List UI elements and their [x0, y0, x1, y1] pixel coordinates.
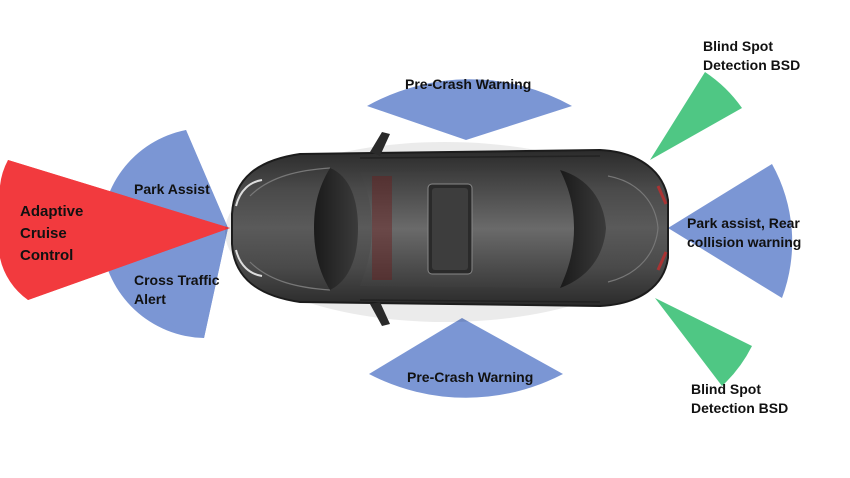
bsd-bottom-line-1: Blind Spot: [691, 381, 761, 397]
park-assist-rear-label: Park assist, Rear collision warning: [687, 214, 801, 252]
pre-crash-top-zone: [367, 79, 572, 140]
adaptive-cruise-label: Adaptive Cruise Control: [20, 201, 83, 267]
park-assist-rear-line-2: collision warning: [687, 234, 802, 250]
adaptive-cruise-line-1: Adaptive: [20, 203, 84, 220]
park-assist-rear-line-1: Park assist, Rear: [687, 215, 800, 231]
adaptive-cruise-line-3: Control: [20, 247, 74, 264]
cross-traffic-line-1: Cross Traffic: [134, 272, 220, 288]
blind-spot-bottom-zone: [655, 298, 752, 386]
adaptive-cruise-line-2: Cruise: [20, 225, 67, 242]
pre-crash-bottom-label: Pre-Crash Warning: [407, 369, 534, 385]
blind-spot-top-zone: [650, 72, 742, 160]
pre-crash-top-label: Pre-Crash Warning: [405, 76, 532, 92]
cross-traffic-line-2: Alert: [134, 291, 166, 307]
park-assist-rear-zone: [668, 164, 793, 298]
bsd-top-line-1: Blind Spot: [703, 38, 773, 54]
bsd-top-label: Blind Spot Detection BSD: [703, 37, 800, 75]
bsd-bottom-line-2: Detection BSD: [691, 400, 789, 416]
car-top-view-icon: [225, 132, 669, 326]
bsd-bottom-label: Blind Spot Detection BSD: [691, 380, 788, 418]
cross-traffic-label: Cross Traffic Alert: [134, 271, 220, 309]
pre-crash-bottom-zone: [369, 318, 563, 398]
park-assist-front-label: Park Assist: [134, 181, 210, 197]
bsd-top-line-2: Detection BSD: [703, 57, 801, 73]
